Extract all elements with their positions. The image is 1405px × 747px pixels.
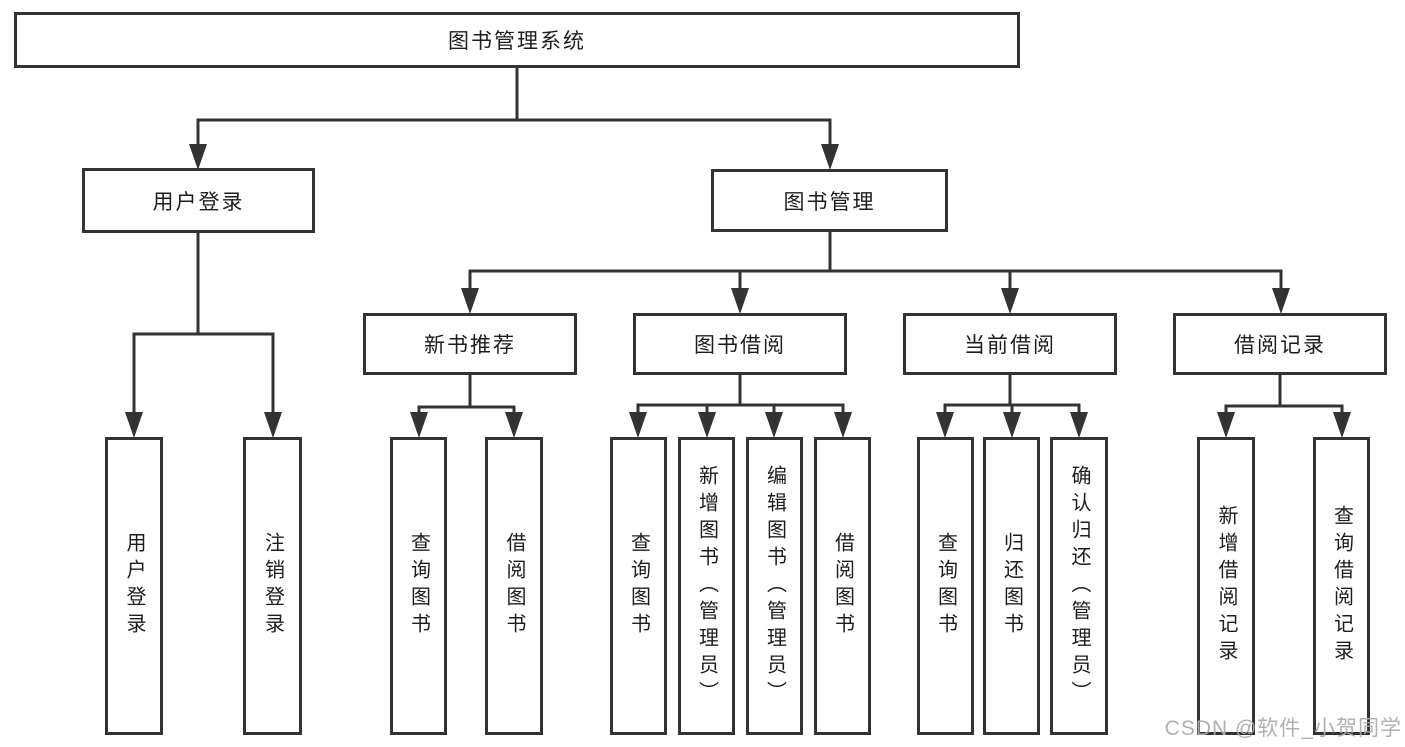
node-current-borrow: 当前借阅 — [903, 313, 1117, 375]
node-borrow-records-label: 借阅记录 — [1234, 334, 1326, 357]
leaf-query-borrow-record-label: 查询借阅记录 — [1330, 505, 1353, 667]
leaf-confirm-return-admin-label: 确认归还（管理员） — [1068, 464, 1090, 708]
node-book-management: 图书管理 — [711, 169, 948, 232]
node-book-management-label: 图书管理 — [783, 190, 876, 214]
leaf-return-book: 归还图书 — [983, 437, 1040, 735]
leaf-query-book-recommend-label: 查询图书 — [407, 532, 430, 640]
leaf-add-book-admin: 新增图书（管理员） — [678, 437, 735, 735]
leaf-query-book-recommend: 查询图书 — [390, 437, 447, 735]
leaf-query-book-current-label: 查询图书 — [934, 532, 957, 640]
leaf-user-login: 用户登录 — [105, 437, 163, 735]
node-root: 图书管理系统 — [14, 12, 1020, 68]
watermark: CSDN @软件_小贺同学 — [1164, 717, 1402, 740]
node-new-book-recommend-label: 新书推荐 — [424, 334, 516, 357]
leaf-borrow-book-label: 借阅图书 — [831, 532, 854, 640]
leaf-borrow-book-recommend-label: 借阅图书 — [503, 532, 525, 640]
leaf-query-book-borrow-label: 查询图书 — [627, 532, 650, 640]
node-new-book-recommend: 新书推荐 — [363, 313, 577, 375]
leaf-borrow-book: 借阅图书 — [814, 437, 871, 735]
leaf-query-book-current: 查询图书 — [917, 437, 974, 735]
node-borrow-records: 借阅记录 — [1173, 313, 1387, 375]
node-current-borrow-label: 当前借阅 — [964, 334, 1056, 357]
leaf-add-borrow-record: 新增借阅记录 — [1197, 437, 1255, 735]
leaf-add-borrow-record-label: 新增借阅记录 — [1215, 505, 1237, 667]
node-book-borrow-label: 图书借阅 — [694, 334, 786, 357]
leaf-logout-label: 注销登录 — [261, 532, 284, 640]
leaf-borrow-book-recommend: 借阅图书 — [485, 437, 543, 735]
node-user-login-label: 用户登录 — [152, 190, 245, 214]
leaf-logout: 注销登录 — [243, 437, 302, 735]
node-user-login: 用户登录 — [82, 168, 315, 233]
leaf-edit-book-admin-label: 编辑图书（管理员） — [763, 464, 786, 708]
leaf-query-borrow-record: 查询借阅记录 — [1313, 437, 1370, 735]
leaf-edit-book-admin: 编辑图书（管理员） — [746, 437, 803, 735]
leaf-add-book-admin-label: 新增图书（管理员） — [695, 464, 718, 708]
leaf-user-login-label: 用户登录 — [123, 532, 145, 640]
leaf-return-book-label: 归还图书 — [1000, 532, 1023, 640]
leaf-confirm-return-admin: 确认归还（管理员） — [1050, 437, 1108, 735]
leaf-query-book-borrow: 查询图书 — [610, 437, 667, 735]
node-book-borrow: 图书借阅 — [633, 313, 847, 375]
node-root-label: 图书管理系统 — [448, 30, 586, 53]
